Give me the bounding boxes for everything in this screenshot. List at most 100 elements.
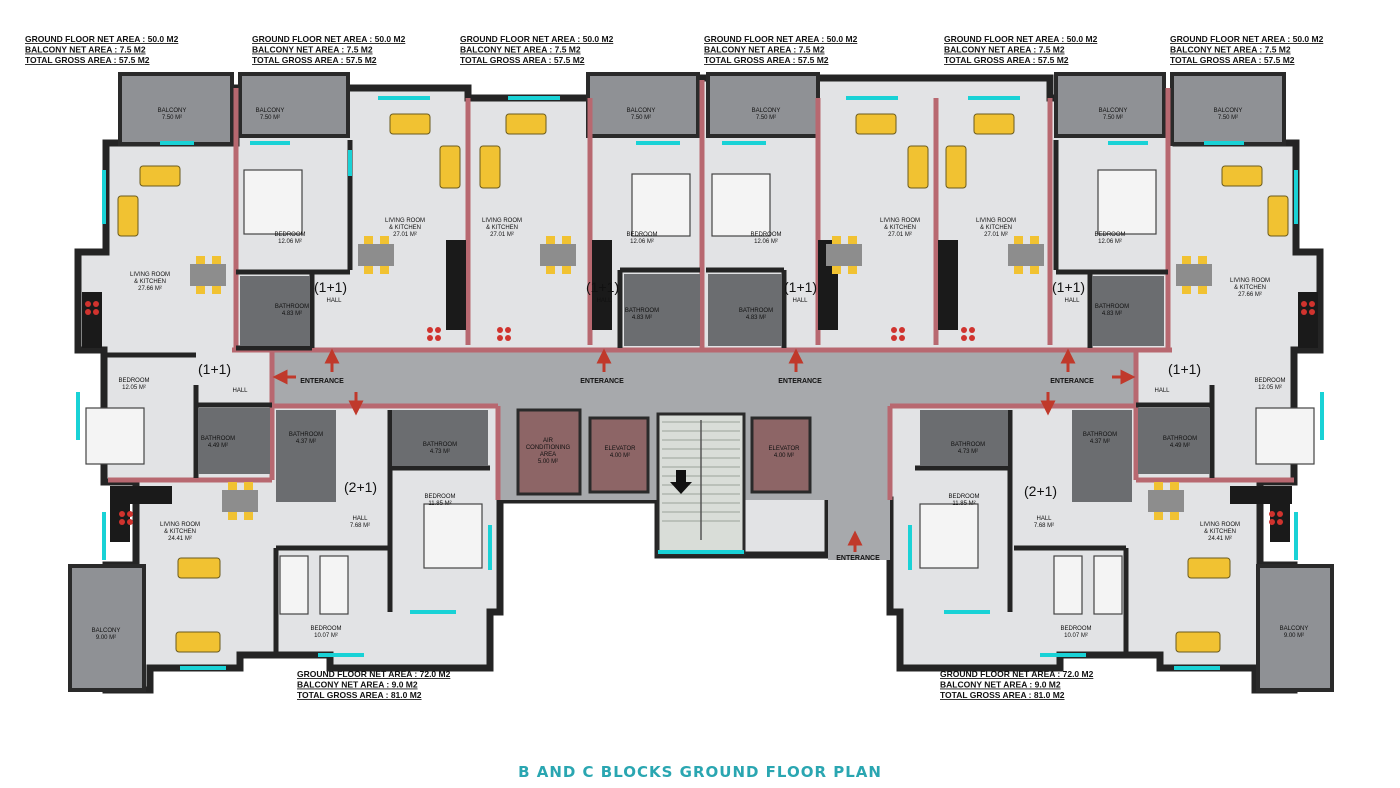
room-name: BATHROOM: [423, 442, 457, 448]
area-gross-label: TOTAL GROSS AREA : 57.5 M2: [460, 55, 585, 65]
room-name: HALL: [1064, 298, 1080, 304]
area-net-label: GROUND FLOOR NET AREA : 50.0 M2: [1170, 34, 1324, 44]
room-area: 7.68 M²: [1034, 523, 1054, 529]
entrance-label: ENTERANCE: [300, 378, 344, 385]
area-net-label: GROUND FLOOR NET AREA : 50.0 M2: [460, 34, 614, 44]
room-name: HALL: [326, 298, 342, 304]
room-name: LIVING ROOM: [130, 272, 170, 278]
area-balcony-label: BALCONY NET AREA : 7.5 M2: [25, 45, 146, 55]
cooktops: [85, 301, 1315, 525]
stair-steps: [662, 420, 740, 540]
room-area: 12.06 M²: [754, 239, 778, 245]
room-name: HALL: [596, 298, 612, 304]
room-name: BEDROOM: [1094, 232, 1125, 238]
room-name: LIVING ROOM: [482, 218, 522, 224]
room-area: 9.00 M²: [1284, 633, 1304, 639]
room-name: BALCONY: [1214, 108, 1243, 114]
area-balcony-label: BALCONY NET AREA : 7.5 M2: [944, 45, 1065, 55]
room-area: 4.73 M²: [958, 449, 978, 455]
area-gross-label: TOTAL GROSS AREA : 81.0 M2: [940, 690, 1065, 700]
room-area: 4.73 M²: [430, 449, 450, 455]
balconies-top: [118, 72, 1286, 146]
room-area: 7.50 M²: [631, 115, 651, 121]
area-gross-label: TOTAL GROSS AREA : 57.5 M2: [252, 55, 377, 65]
room-area: 4.49 M²: [1170, 443, 1190, 449]
room-name: BATHROOM: [625, 308, 659, 314]
room-area: 11.85 M²: [952, 501, 975, 507]
room-name: BEDROOM: [118, 378, 149, 384]
unit-type-label: (1+1): [314, 279, 347, 295]
room-area: 7.50 M²: [756, 115, 776, 121]
room-area: 7.50 M²: [260, 115, 280, 121]
room-name: BATHROOM: [201, 436, 235, 442]
room-area: 4.00 M²: [774, 453, 794, 459]
room-area: 24.41 M²: [1208, 536, 1232, 542]
room-name: HALL: [1154, 388, 1170, 394]
room-area: 4.83 M²: [1102, 311, 1122, 317]
room-area: 12.06 M²: [630, 239, 654, 245]
room-area: 24.41 M²: [168, 536, 192, 542]
room-area: 4.37 M²: [1090, 439, 1110, 445]
room-area: 7.50 M²: [1218, 115, 1238, 121]
area-balcony-label: BALCONY NET AREA : 7.5 M2: [704, 45, 825, 55]
room-name: BEDROOM: [948, 494, 979, 500]
room-area: 27.66 M²: [138, 286, 162, 292]
room-area: 4.49 M²: [208, 443, 228, 449]
entrance-label: ENTERANCE: [778, 378, 822, 385]
area-net-label: GROUND FLOOR NET AREA : 72.0 M2: [940, 669, 1094, 679]
bathroom-floors: [198, 274, 1210, 502]
dining-tables: [190, 236, 1212, 520]
stair-direction-arrow: [670, 470, 692, 494]
area-gross-label: TOTAL GROSS AREA : 81.0 M2: [297, 690, 422, 700]
room-name: ELEVATOR: [768, 446, 800, 452]
balconies-bottom: [68, 564, 1334, 692]
entrance-label: ENTERANCE: [580, 378, 624, 385]
room-name: BATHROOM: [275, 304, 309, 310]
room-name: BEDROOM: [1254, 378, 1285, 384]
room-name: BALCONY: [752, 108, 781, 114]
room-name: BALCONY: [627, 108, 656, 114]
unit-type-label: (2+1): [1024, 483, 1057, 499]
room-area: 4.83 M²: [746, 315, 766, 321]
interior-walls: [104, 140, 1215, 655]
room-name: HALL: [352, 516, 368, 522]
room-name: BEDROOM: [626, 232, 657, 238]
area-gross-label: TOTAL GROSS AREA : 57.5 M2: [704, 55, 829, 65]
unit-type-label: (1+1): [198, 361, 231, 377]
room-area: 11.85 M²: [428, 501, 451, 507]
room-name: BEDROOM: [750, 232, 781, 238]
room-area: 4.83 M²: [632, 315, 652, 321]
room-area: 27.01 M²: [490, 232, 514, 238]
room-name-cont: & KITCHEN: [884, 225, 916, 231]
room-name-cont: & KITCHEN: [980, 225, 1012, 231]
unit-type-label: (1+1): [784, 279, 817, 295]
room-name: BATHROOM: [289, 432, 323, 438]
room-name: ELEVATOR: [604, 446, 636, 452]
area-balcony-label: BALCONY NET AREA : 7.5 M2: [252, 45, 373, 55]
room-area: 12.06 M²: [278, 239, 302, 245]
entrance-label: ENTERANCE: [836, 555, 880, 562]
room-name: BATHROOM: [739, 308, 773, 314]
room-area: 7.68 M²: [350, 523, 370, 529]
room-name: LIVING ROOM: [880, 218, 920, 224]
room-area: 4.37 M²: [296, 439, 316, 445]
room-name: BATHROOM: [1095, 304, 1129, 310]
room-name: BATHROOM: [1163, 436, 1197, 442]
room-area: 10.07 M²: [314, 633, 338, 639]
room-name-cont: & KITCHEN: [486, 225, 518, 231]
area-balcony-label: BALCONY NET AREA : 7.5 M2: [1170, 45, 1291, 55]
area-balcony-label: BALCONY NET AREA : 7.5 M2: [460, 45, 581, 55]
room-name: BALCONY: [92, 628, 121, 634]
room-name: CONDITIONING: [526, 445, 571, 451]
room-name: AIR: [543, 438, 554, 444]
room-name: AREA: [540, 452, 556, 458]
room-area: 7.50 M²: [162, 115, 182, 121]
area-net-label: GROUND FLOOR NET AREA : 50.0 M2: [944, 34, 1098, 44]
room-area: 7.50 M²: [1103, 115, 1123, 121]
room-area: 12.06 M²: [1098, 239, 1122, 245]
windows: [76, 96, 1324, 670]
room-name: LIVING ROOM: [385, 218, 425, 224]
room-name: LIVING ROOM: [160, 522, 200, 528]
room-name: HALL: [1036, 516, 1052, 522]
